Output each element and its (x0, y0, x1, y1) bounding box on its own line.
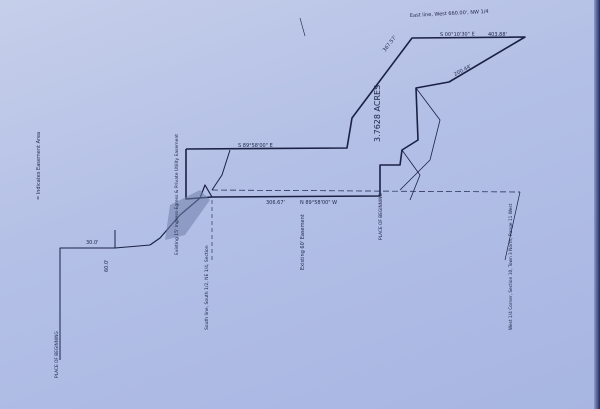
bearing-south-label: N 89°58'00" W (300, 200, 337, 206)
place-of-beginning-sw-label: PLACE OF BEGINNING (54, 331, 60, 378)
dim-30-label: 30.0' (86, 240, 99, 246)
access-drive-edge (211, 149, 231, 191)
dist-bottom-label: 306.67' (266, 200, 285, 206)
bearing-top-label: S 00°10'30" E (440, 31, 475, 38)
west-access-line (59, 244, 151, 360)
legend-text: = Indicates Easement Area (36, 132, 42, 200)
easement-centerline (211, 189, 521, 193)
interior-lines (399, 87, 441, 191)
paper-edge-shadow (594, 0, 600, 409)
interior-lines-2 (401, 149, 421, 201)
dist-diag-label: 200.44' (453, 64, 472, 78)
ingress-egress-label: Existing 15' Ingress-Egress & Private Ut… (174, 134, 180, 255)
bearing-north-label: S 89°58'00" E (238, 143, 273, 149)
east-line-label: East line, West 660.00', NW 1/4 (410, 9, 489, 19)
dim-60-label: 60.0' (104, 259, 110, 272)
existing-easement-label: Existing 60' Easement (300, 214, 306, 270)
easement-area (165, 190, 210, 240)
corner-leader (504, 191, 521, 261)
west-corner-label: West 1/4 Corner, Section 10, Town 3 Nort… (508, 203, 514, 330)
acreage-label: 3.7628 ACRES (373, 85, 382, 142)
place-of-beginning-label: PLACE OF BEGINNING (378, 193, 384, 240)
dist-ne-label: 367.57' (382, 35, 398, 54)
dist-top-label: 403.88' (488, 32, 507, 38)
east-line-leader (299, 17, 306, 37)
parcel-boundary (185, 36, 526, 200)
south-line-label: South line, South 1/2, NE 1/4, Section (204, 245, 210, 330)
